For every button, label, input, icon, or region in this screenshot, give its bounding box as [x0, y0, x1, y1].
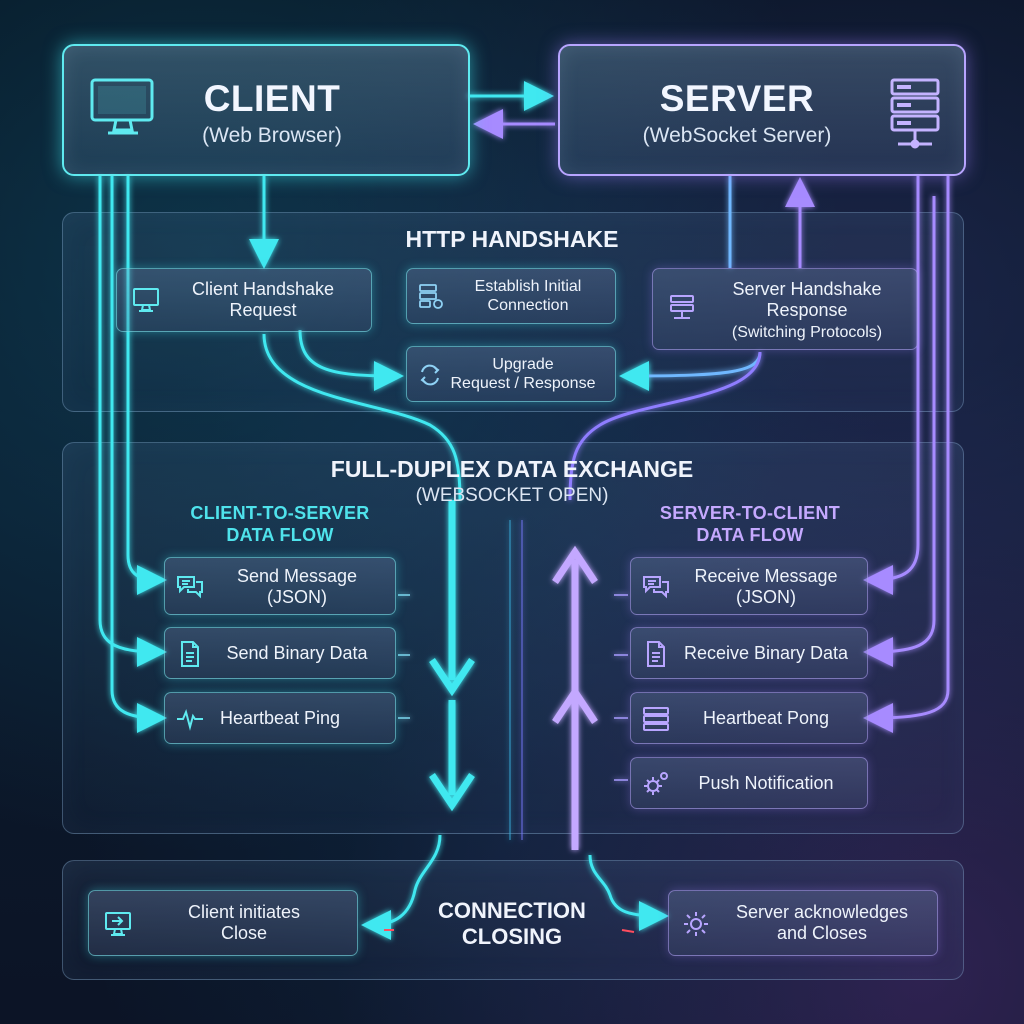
receive-message-card[interactable]: Receive Message (JSON): [630, 557, 868, 615]
connection-closing-panel: [62, 860, 964, 980]
chat-bubbles-icon: [177, 576, 203, 599]
receive-binary-data-label: Receive Binary Data: [683, 643, 849, 663]
push-notification-card[interactable]: Push Notification: [630, 757, 868, 809]
client-handshake-request-card[interactable]: Client Handshake Request: [116, 268, 372, 332]
chat-bubbles-icon: [643, 576, 669, 599]
closing-to-server-arrow: [588, 854, 669, 931]
send-binary-data-label: Send Binary Data: [226, 643, 368, 663]
gear-icon: [684, 912, 708, 936]
heartbeat-ping-label: Heartbeat Ping: [219, 708, 341, 728]
full-duplex-title: FULL-DUPLEX DATA EXCHANGE: [330, 456, 694, 482]
gear-icon: [644, 772, 668, 795]
push-notification-label: Push Notification: [698, 773, 834, 793]
server-title: SERVER: [659, 78, 815, 119]
heartbeat-pong-card[interactable]: Heartbeat Pong: [630, 692, 868, 744]
arrow-to-monitor-icon: [105, 912, 131, 936]
pulse-icon: [177, 708, 203, 731]
establish-connection-label: Establish Initial Connection: [474, 278, 582, 314]
heartbeat-pong-label: Heartbeat Pong: [702, 708, 830, 728]
http-handshake-panel: [62, 212, 964, 412]
monitor-icon: [90, 78, 154, 135]
server-rack-icon: [643, 707, 669, 731]
receive-binary-data-card[interactable]: Receive Binary Data: [630, 627, 868, 679]
send-message-card[interactable]: Send Message (JSON): [164, 557, 396, 615]
connection-closing-title: CONNECTION CLOSING: [438, 898, 586, 949]
server-rack-icon: [890, 78, 940, 149]
client-close-label: Client initiates Close: [187, 902, 301, 943]
server-handshake-response-label: Server Handshake Response: [732, 279, 882, 320]
server-rack-icon: [670, 295, 694, 319]
server-box[interactable]: SERVER (WebSocket Server): [558, 44, 966, 176]
server-handshake-response-card[interactable]: Server Handshake Response (Switching Pro…: [652, 268, 918, 350]
client-title: CLIENT: [203, 78, 341, 119]
server-close-card[interactable]: Server acknowledges and Closes: [668, 890, 938, 956]
handshake-title: HTTP HANDSHAKE: [405, 226, 619, 252]
c2s-flow-title: CLIENT-TO-SERVER DATA FLOW: [190, 503, 370, 545]
closing-to-client-arrow: [361, 834, 442, 940]
client-handshake-request-label: Client Handshake Request: [191, 279, 335, 320]
refresh-arrows-icon: [420, 364, 440, 386]
response-to-upgrade-arrow: [619, 351, 762, 391]
heartbeat-ping-card[interactable]: Heartbeat Ping: [164, 692, 396, 744]
websocket-open-subtitle: (WEBSOCKET OPEN): [415, 485, 609, 506]
establish-connection-card[interactable]: Establish Initial Connection: [406, 268, 616, 324]
full-duplex-panel: [62, 442, 964, 834]
request-to-upgrade-arrow: [298, 329, 404, 391]
document-icon: [647, 641, 665, 667]
server-subtitle: (WebSocket Server): [642, 124, 832, 147]
send-message-label: Send Message (JSON): [236, 566, 358, 607]
s2c-flow-title: SERVER-TO-CLIENT DATA FLOW: [659, 503, 841, 545]
receive-message-label: Receive Message (JSON): [694, 566, 838, 607]
switching-protocols-label: (Switching Protocols): [731, 324, 883, 341]
server-close-label: Server acknowledges and Closes: [735, 902, 909, 943]
client-close-card[interactable]: Client initiates Close: [88, 890, 358, 956]
server-gear-icon: [419, 284, 443, 309]
send-binary-data-card[interactable]: Send Binary Data: [164, 627, 396, 679]
upgrade-request-response-card[interactable]: Upgrade Request / Response: [406, 346, 616, 402]
document-icon: [181, 641, 199, 667]
upgrade-label: Upgrade Request / Response: [450, 356, 596, 392]
monitor-icon: [133, 288, 159, 312]
client-box[interactable]: CLIENT (Web Browser): [62, 44, 470, 176]
client-subtitle: (Web Browser): [202, 124, 342, 147]
